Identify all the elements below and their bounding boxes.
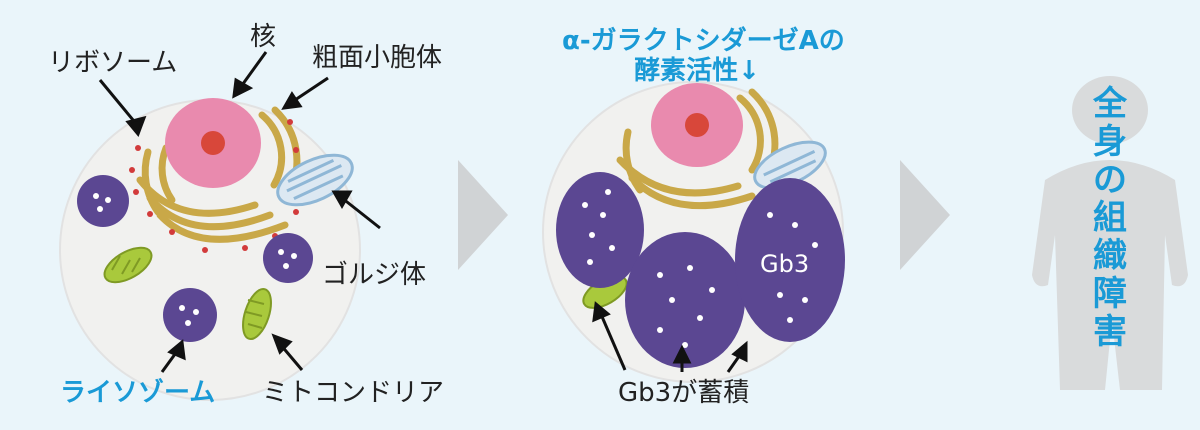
gb3-accumulation-label: Gb3が蓄積 — [618, 378, 750, 408]
enzyme-activity-title-2: 酵素活性↓ — [634, 56, 760, 86]
pointer-arrows-left — [98, 51, 381, 373]
vertical-char-6: 障 — [1093, 274, 1127, 314]
right-chevron-icon — [458, 160, 508, 270]
enzyme-activity-title-1: α-ガラクトシダーゼAの — [562, 26, 845, 56]
affected-cell — [542, 81, 845, 383]
mitochondria-label: ミトコンドリア — [262, 378, 445, 408]
golgi-label: ゴルジ体 — [322, 260, 427, 290]
vertical-char-3: の — [1093, 160, 1127, 200]
vertical-char-2: 身 — [1093, 122, 1127, 162]
vertical-char-4: 組 — [1093, 198, 1127, 238]
vertical-char-5: 織 — [1093, 236, 1127, 276]
ribosome-label: リボソーム — [48, 48, 178, 78]
systemic-tissue-damage-label: 全 身 の 組 織 障 害 — [1080, 85, 1140, 351]
nucleolus — [201, 131, 225, 155]
person-silhouette — [1032, 76, 1188, 390]
enlarged-lysosomes — [556, 172, 845, 368]
normal-cell — [59, 51, 381, 401]
vertical-char-1: 全 — [1093, 84, 1127, 124]
gb3-inside-label: Gb3 — [760, 250, 810, 278]
nucleus-label: 核 — [250, 22, 277, 52]
mitochondria-shapes — [103, 246, 272, 341]
lysosome-label: ライソゾーム — [60, 378, 216, 408]
rough-er-label: 粗面小胞体 — [312, 43, 443, 73]
right-chevron-icon-2 — [900, 160, 950, 270]
vertical-char-7: 害 — [1093, 312, 1127, 352]
ribosome-dots — [129, 119, 301, 253]
lysosome-shapes — [77, 175, 313, 342]
